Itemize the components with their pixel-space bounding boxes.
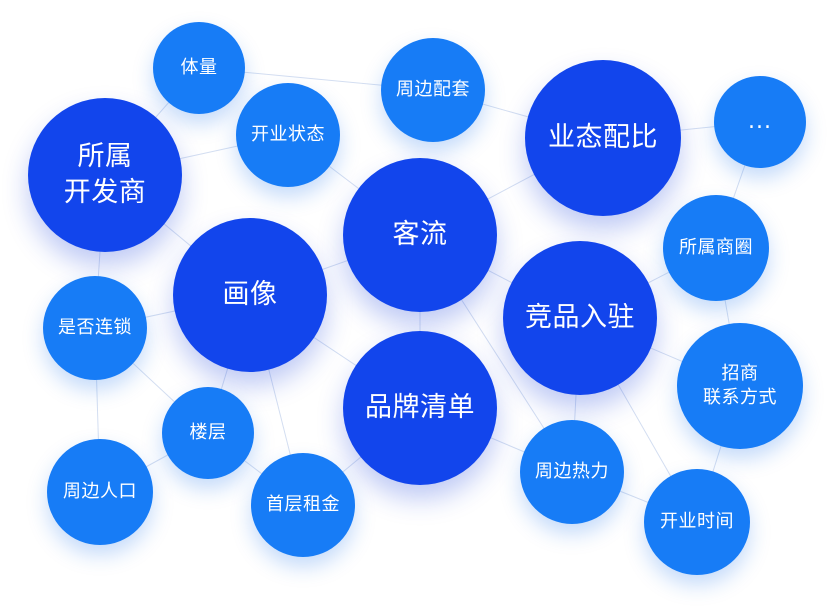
node-keliu: 客流 (343, 158, 497, 312)
node-shouceng-zujin: 首层租金 (251, 453, 355, 557)
node-tiliang: 体量 (153, 22, 245, 114)
node-pinpai-qingdan: 品牌清单 (343, 331, 497, 485)
node-more: ... (714, 76, 806, 168)
node-zhoubian-peitao: 周边配套 (381, 38, 485, 142)
node-suoshu-kaifashang: 所属 开发商 (28, 98, 182, 252)
node-suoshu-shangquan: 所属商圈 (663, 195, 769, 301)
node-zhaoshang-lianxi: 招商 联系方式 (677, 323, 803, 449)
node-yetai-peibi: 业态配比 (525, 60, 681, 216)
node-kaiye-shijian: 开业时间 (644, 469, 750, 575)
node-shifou-liansuo: 是否连锁 (43, 276, 147, 380)
node-louceng: 楼层 (162, 387, 254, 479)
node-zhoubian-reli: 周边热力 (520, 420, 624, 524)
node-jingpin-ruzhu: 竞品入驻 (503, 241, 657, 395)
node-zhoubian-renkou: 周边人口 (47, 439, 153, 545)
node-kaiye-zhuangtai: 开业状态 (236, 83, 340, 187)
node-huaxiang: 画像 (173, 218, 327, 372)
